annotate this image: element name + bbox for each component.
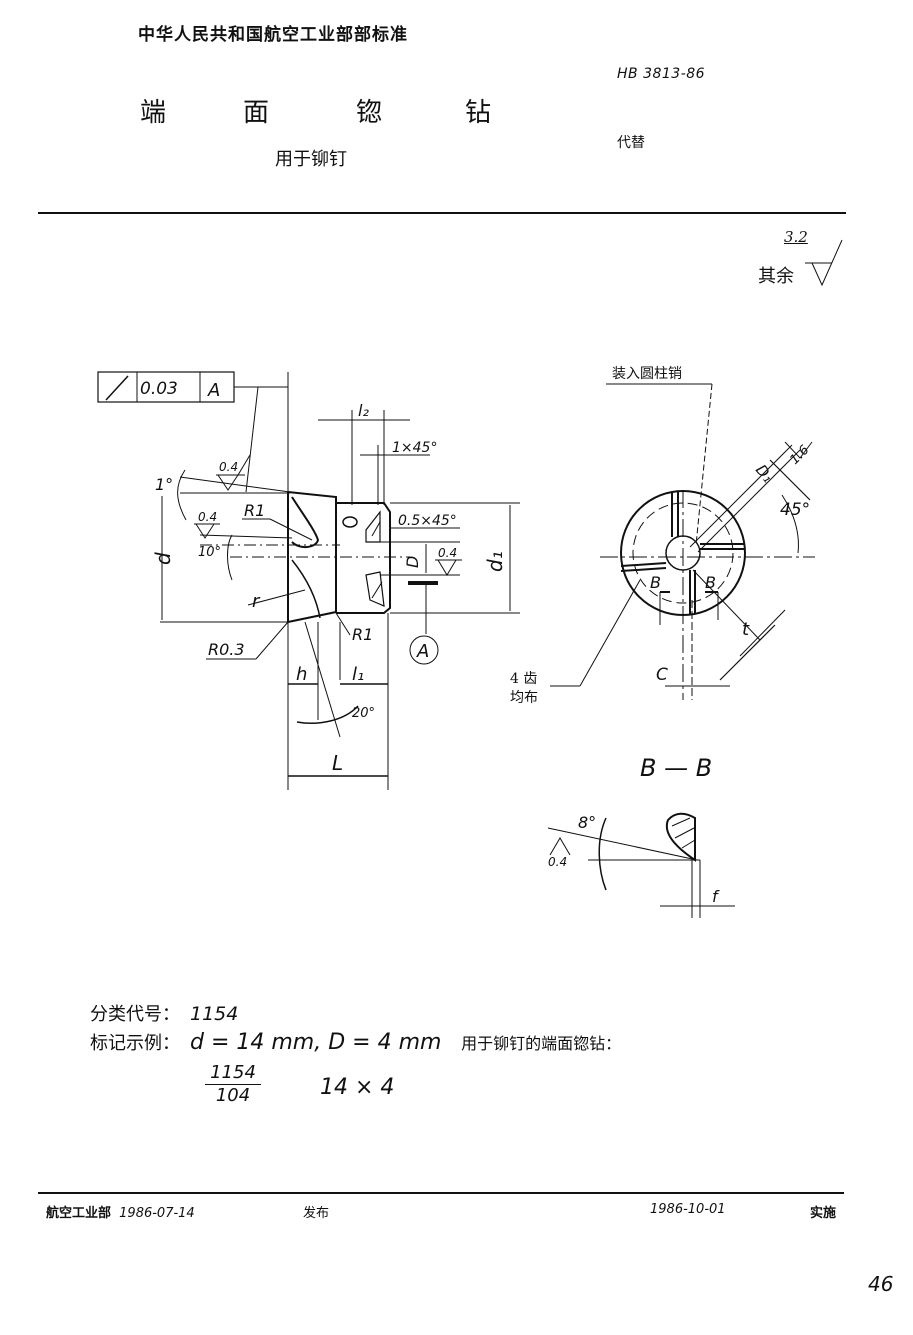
svg-text:h: h (296, 664, 307, 685)
header-divider (38, 212, 846, 214)
svg-text:4 齿: 4 齿 (510, 671, 537, 687)
svg-text:C: C (656, 665, 668, 685)
title-char-1: 端 (140, 98, 167, 128)
title-char-4: 钻 (465, 98, 492, 128)
svg-text:B: B (705, 573, 716, 592)
mark-denominator: 104 (215, 1085, 251, 1106)
mark-size: 14 × 4 (320, 1075, 395, 1100)
svg-text:L: L (332, 751, 343, 775)
svg-text:B: B (650, 573, 661, 592)
footer-issuer-block: 航空工业部 1986-07-14 (46, 1202, 195, 1221)
footer-issuer: 航空工业部 (46, 1206, 112, 1221)
subtitle: 用于铆钉 (275, 149, 347, 170)
roughness-rest-label: 其余 (758, 266, 794, 287)
example-description: 用于铆钉的端面锪钻： (461, 1034, 622, 1053)
title-char-2: 面 (243, 98, 270, 128)
classification-value: 1154 (190, 1003, 239, 1025)
standard-number: HB 3813-86 (617, 66, 706, 82)
title-char-3: 锪 (356, 98, 383, 128)
page-number: 46 (868, 1272, 894, 1296)
example-line: 标记示例： d = 14 mm, D = 4 mm 用于铆钉的端面锪钻： (90, 1029, 621, 1058)
svg-text:1×45°: 1×45° (392, 440, 437, 456)
svg-text:r: r (252, 591, 261, 612)
roughness-rest-value: 3.2 (784, 228, 808, 246)
svg-text:D₁: D₁ (752, 461, 777, 486)
svg-text:A: A (207, 380, 220, 401)
svg-text:45°: 45° (780, 500, 810, 520)
svg-text:0.5×45°: 0.5×45° (398, 513, 457, 529)
svg-text:f: f (712, 887, 720, 906)
replaces-label: 代替 (617, 135, 645, 151)
svg-text:0.4: 0.4 (548, 855, 567, 869)
svg-text:10°: 10° (198, 545, 221, 560)
issue-date: 1986-07-14 (119, 1206, 195, 1221)
svg-text:R1: R1 (244, 501, 265, 520)
svg-text:0.4: 0.4 (438, 546, 457, 560)
classification-line: 分类代号： 1154 (90, 1000, 621, 1029)
classification-label: 分类代号： (90, 1004, 180, 1025)
issue-label: 发布 (303, 1206, 330, 1221)
svg-text:R1: R1 (352, 625, 373, 644)
issuer-heading: 中华人民共和国航空工业部部标准 (138, 25, 408, 45)
notes-block: 分类代号： 1154 标记示例： d = 14 mm, D = 4 mm 用于铆钉的… (90, 1000, 621, 1058)
svg-text:D: D (403, 556, 422, 568)
svg-text:1°: 1° (155, 475, 173, 494)
svg-text:装入圆柱销: 装入圆柱销 (612, 366, 682, 382)
svg-text:8°: 8° (578, 813, 596, 832)
effective-label: 实施 (810, 1206, 837, 1221)
svg-text:R0.3: R0.3 (208, 640, 245, 659)
footer-divider (38, 1192, 844, 1194)
svg-text:l₁: l₁ (352, 664, 364, 685)
example-value: d = 14 mm, D = 4 mm (190, 1030, 442, 1055)
svg-text:均布: 均布 (510, 690, 538, 706)
example-label: 标记示例： (90, 1033, 180, 1054)
svg-text:A: A (416, 641, 429, 662)
svg-text:t: t (742, 619, 750, 640)
svg-text:20°: 20° (352, 706, 375, 721)
svg-text:d₁: d₁ (483, 551, 507, 572)
mark-fraction: 1154 104 (205, 1062, 261, 1106)
svg-text:0.4: 0.4 (219, 460, 238, 474)
mark-numerator: 1154 (205, 1062, 261, 1085)
svg-text:l₂: l₂ (358, 401, 369, 420)
svg-text:B — B: B — B (640, 754, 712, 782)
effective-date: 1986-10-01 (650, 1202, 726, 1217)
svg-text:d: d (151, 552, 175, 565)
svg-text:0.03: 0.03 (140, 379, 178, 399)
svg-text:0.4: 0.4 (198, 510, 217, 524)
roughness-symbol-icon (805, 239, 843, 287)
